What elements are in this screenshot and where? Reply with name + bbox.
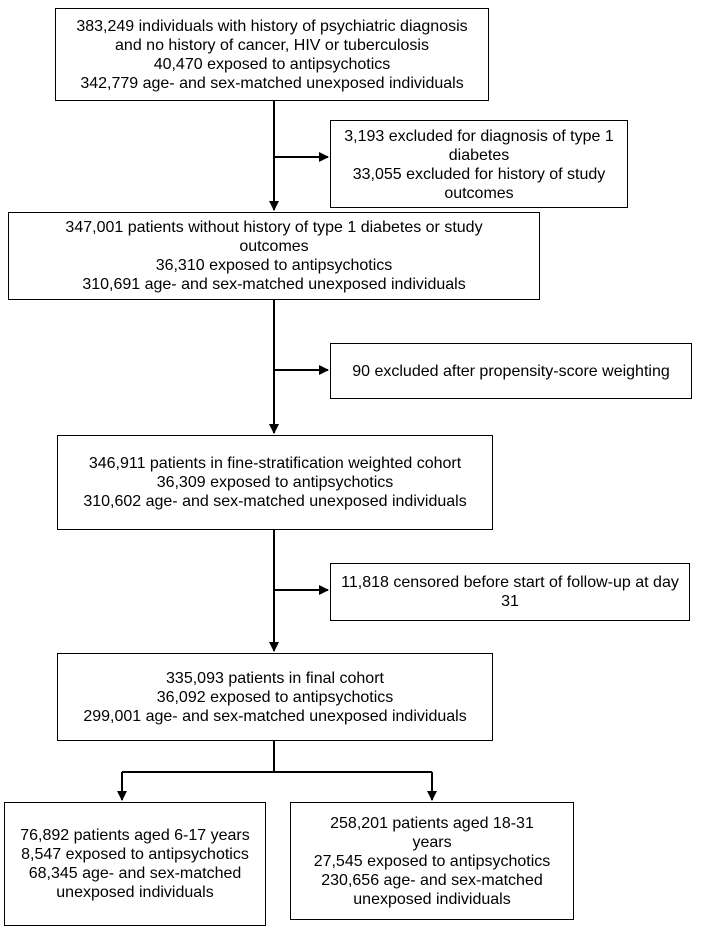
after-exclusion-1-box: 347,001 patients without history of type… bbox=[8, 212, 540, 300]
age-18-31-line-5: unexposed individuals bbox=[353, 890, 511, 908]
exclusion-3-box: 11,818 censored before start of follow-u… bbox=[330, 563, 690, 621]
exclusion-1-line-4: outcomes bbox=[444, 185, 514, 202]
exclusion-1-box: 3,193 excluded for diagnosis of type 1 d… bbox=[330, 120, 628, 208]
after-exclusion-1-line-4: 310,691 age- and sex-matched unexposed i… bbox=[82, 276, 466, 293]
age-6-17-box: 76,892 patients aged 6-17 years 8,547 ex… bbox=[4, 802, 266, 926]
exclusion-2-box: 90 excluded after propensity-score weigh… bbox=[330, 343, 692, 399]
exclusion-2-line-1: 90 excluded after propensity-score weigh… bbox=[352, 362, 670, 380]
age-18-31-line-2: years bbox=[412, 833, 452, 851]
weighted-cohort-line-3: 310,602 age- and sex-matched unexposed i… bbox=[83, 493, 467, 510]
age-6-17-line-1: 76,892 patients aged 6-17 years bbox=[20, 827, 250, 844]
exclusion-3-line-2: 31 bbox=[501, 593, 519, 610]
age-18-31-line-4: 230,656 age- and sex-matched bbox=[321, 871, 543, 889]
after-exclusion-1-line-3: 36,310 exposed to antipsychotics bbox=[155, 257, 393, 274]
exclusion-3-line-1: 11,818 censored before start of follow-u… bbox=[341, 574, 679, 591]
age-18-31-line-1: 258,201 patients aged 18-31 bbox=[330, 814, 534, 832]
after-exclusion-1-line-2: outcomes bbox=[239, 238, 309, 255]
final-cohort-box: 335,093 patients in final cohort 36,092 … bbox=[57, 653, 493, 741]
final-cohort-line-2: 36,092 exposed to antipsychotics bbox=[156, 688, 394, 706]
exclusion-1-line-1: 3,193 excluded for diagnosis of type 1 bbox=[344, 128, 614, 145]
initial-line-1: 383,249 individuals with history of psyc… bbox=[76, 17, 468, 35]
weighted-cohort-line-1: 346,911 patients in fine-stratification … bbox=[88, 455, 462, 472]
after-exclusion-1-line-1: 347,001 patients without history of type… bbox=[65, 219, 483, 236]
weighted-cohort-box: 346,911 patients in fine-stratification … bbox=[57, 435, 493, 530]
age-18-31-line-3: 27,545 exposed to antipsychotics bbox=[313, 852, 551, 870]
final-cohort-line-3: 299,001 age- and sex-matched unexposed i… bbox=[83, 707, 467, 725]
initial-line-3: 40,470 exposed to antipsychotics bbox=[153, 55, 391, 73]
age-18-31-box: 258,201 patients aged 18-31 years 27,545… bbox=[290, 802, 574, 920]
age-6-17-line-2: 8,547 exposed to antipsychotics bbox=[21, 846, 249, 863]
exclusion-1-line-2: diabetes bbox=[448, 147, 510, 164]
age-6-17-line-4: unexposed individuals bbox=[56, 884, 214, 901]
age-6-17-line-3: 68,345 age- and sex-matched bbox=[28, 865, 242, 882]
initial-population-box: 383,249 individuals with history of psyc… bbox=[55, 8, 489, 101]
initial-line-4: 342,779 age- and sex-matched unexposed i… bbox=[80, 74, 464, 92]
initial-line-2: and no history of cancer, HIV or tubercu… bbox=[115, 36, 429, 54]
weighted-cohort-line-2: 36,309 exposed to antipsychotics bbox=[156, 474, 394, 491]
final-cohort-line-1: 335,093 patients in final cohort bbox=[166, 669, 384, 687]
exclusion-1-line-3: 33,055 excluded for history of study bbox=[352, 166, 606, 183]
